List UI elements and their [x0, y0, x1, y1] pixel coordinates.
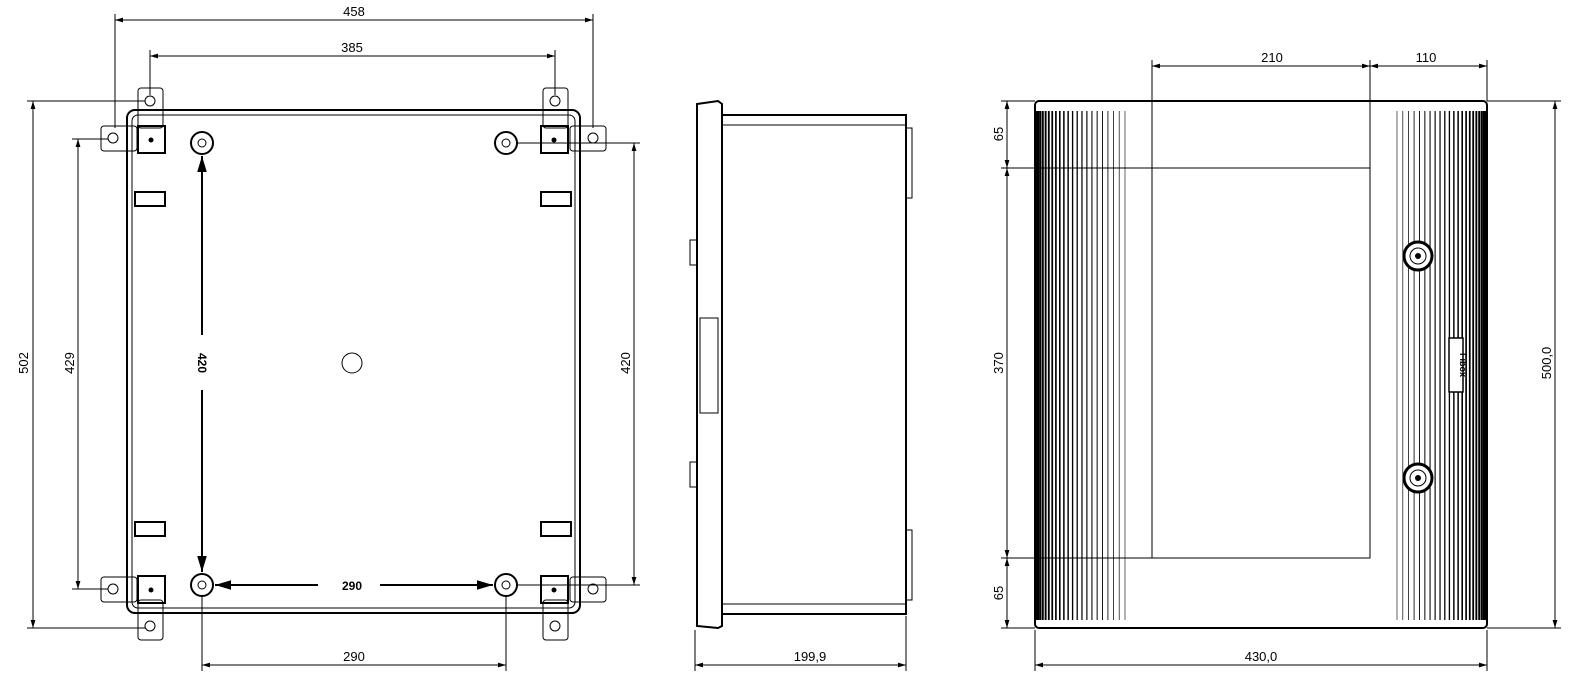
center-hole: [341, 352, 363, 374]
lid-outline: [1034, 100, 1488, 629]
window: [1151, 167, 1371, 559]
dim-label-window-height: 370: [991, 352, 1006, 374]
top-view: Fibox 210 110 65 370 65 500,0: [991, 50, 1561, 671]
dim-label-tab-spacing: 385: [341, 40, 363, 55]
dim-label-boss-horizontal-inner: 290: [342, 579, 362, 593]
dim-label-tab-spacing-vertical: 429: [62, 352, 77, 374]
dim-199-9: 199,9: [694, 616, 907, 671]
mounting-tabs: [100, 87, 607, 641]
dim-label-depth: 199,9: [794, 649, 827, 664]
dim-210: 210: [1151, 50, 1371, 168]
dim-458: 458: [114, 4, 594, 128]
lid-flange: [696, 99, 723, 630]
enclosure-outline: [126, 109, 581, 614]
ribs-left: [1035, 111, 1126, 620]
dim-500: 500,0: [1487, 100, 1561, 629]
dim-502: 502: [16, 100, 145, 629]
dim-429: 429: [62, 138, 108, 590]
dim-label-height-overall: 502: [16, 352, 31, 374]
lid-screws: [1402, 240, 1434, 494]
hinge: [699, 317, 719, 414]
dim-label-boss-vertical-right: 420: [618, 352, 633, 374]
corner-brackets: [137, 125, 569, 604]
dim-label-boss-vertical-inner: 420: [195, 353, 209, 373]
dim-110: 110: [1370, 50, 1488, 101]
front-view: 458 385 502 429 420 420: [16, 4, 640, 671]
logo-plate: Fibox: [1448, 337, 1468, 393]
dim-420-inner: 420: [195, 156, 209, 572]
dim-290-inner: 290: [215, 579, 493, 593]
logo-text: Fibox: [1458, 353, 1468, 377]
dim-label-window-offset: 110: [1416, 50, 1437, 65]
slots: [134, 191, 572, 537]
body-outline: [721, 114, 907, 615]
dim-label-window-width: 210: [1261, 50, 1283, 65]
dim-label-boss-horizontal-bottom: 290: [343, 649, 365, 664]
dim-290-bottom: 290: [201, 597, 507, 671]
dim-vertical-left: 65 370 65: [991, 100, 1152, 629]
dim-label-width-overall: 458: [343, 4, 365, 19]
ribs-right: [1396, 111, 1487, 620]
side-view: 199,9: [689, 99, 913, 671]
dim-label-bottom-margin: 65: [991, 586, 1006, 600]
dim-430: 430,0: [1034, 630, 1488, 671]
dim-420-right: 420: [517, 142, 640, 586]
dim-label-top-margin: 65: [991, 127, 1006, 141]
bosses: [190, 131, 518, 597]
dim-385: 385: [149, 40, 556, 95]
enclosure-inner-edge: [131, 114, 576, 609]
dim-label-width: 430,0: [1245, 649, 1278, 664]
dim-label-height: 500,0: [1539, 347, 1554, 380]
